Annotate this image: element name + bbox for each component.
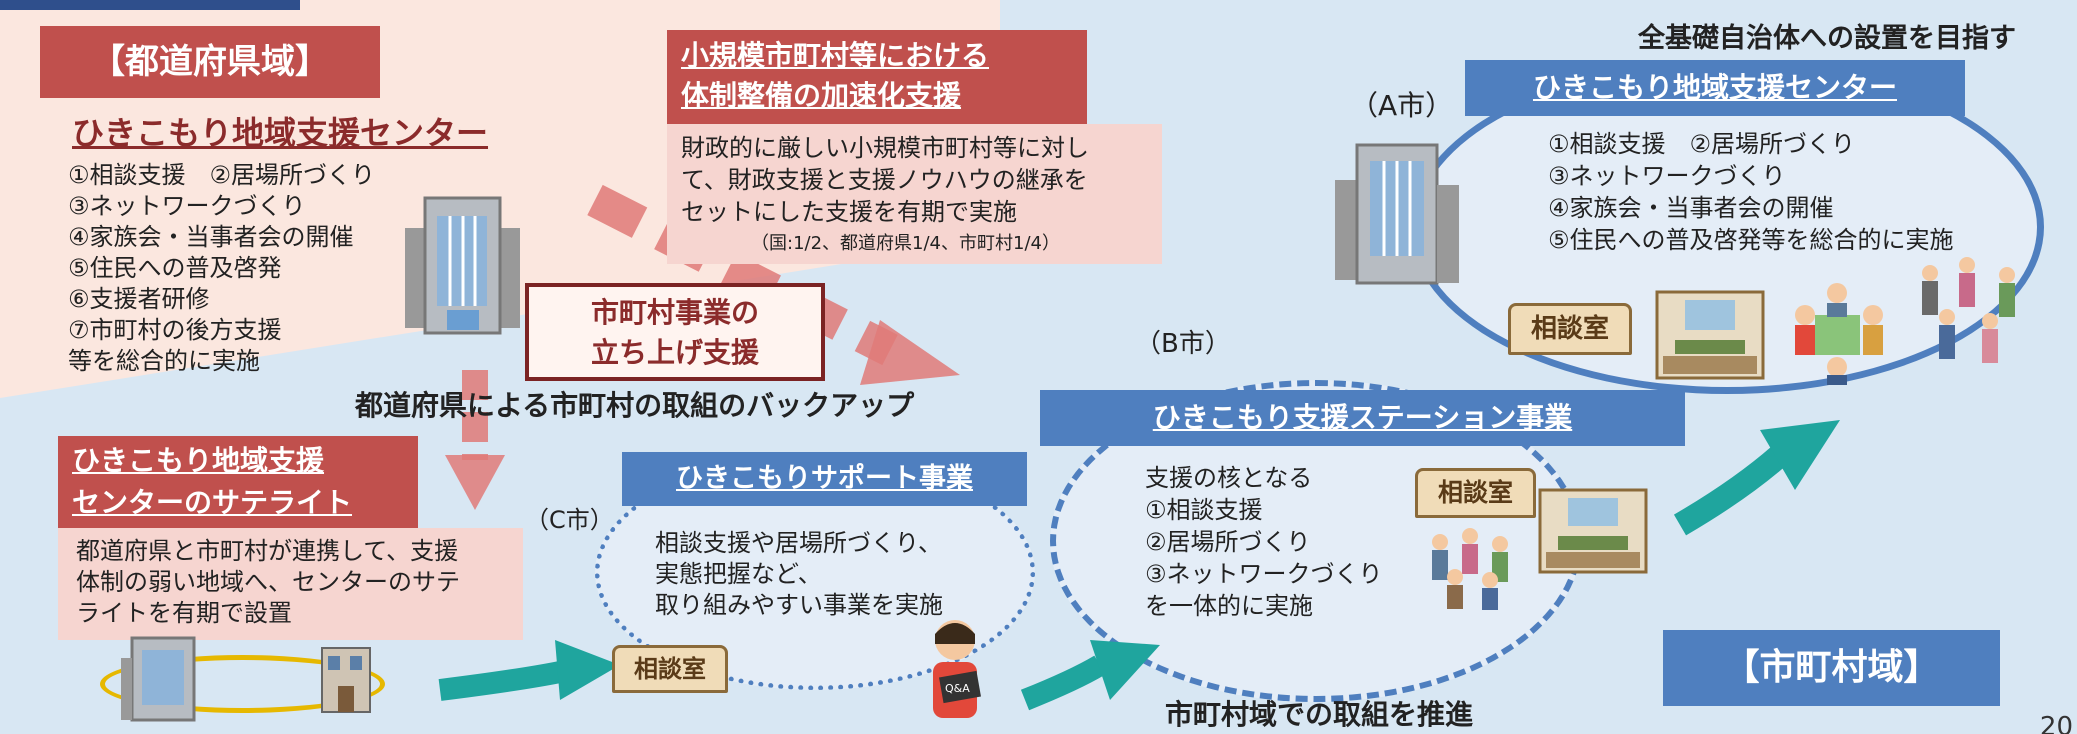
prefecture-services-list: ①相談支援 ②居場所づくり ③ネットワークづくり ④家族会・当事者会の開催 ⑤住… xyxy=(68,160,375,377)
backup-caption: 都道府県による市町村の取組のバックアップ xyxy=(355,389,915,422)
a-city-title: ひきこもり地域支援センター xyxy=(1465,60,1965,116)
small-muni-title-line: 体制整備の加速化支援 xyxy=(681,79,962,112)
teal-arrow-1 xyxy=(438,640,620,701)
satellite-title-line: センターのサテライト xyxy=(72,486,353,519)
b-city-body-line: ①相談支援 xyxy=(1145,496,1263,524)
small-muni-body-line: セットにした支援を有期で実施 xyxy=(681,198,1017,226)
satellite-body: 都道府県と市町村が連携して、支援 体制の弱い地域へ、センターのサテ ライトを有期… xyxy=(58,528,523,640)
community-people-icon xyxy=(1922,257,2015,363)
c-city-label: （C市） xyxy=(525,506,614,534)
office-building-icon xyxy=(405,196,520,335)
meeting-group-icon xyxy=(1795,283,1883,385)
service-item: 等を総合的に実施 xyxy=(68,347,260,375)
page-number: 20 xyxy=(2039,712,2073,734)
c-city-consult-room-sign: 相談室 xyxy=(612,645,728,693)
a-city-body: ①相談支援 ②居場所づくり ③ネットワークづくり ④家族会・当事者会の開催 ⑤住… xyxy=(1548,128,1954,256)
small-muni-body-line: て、財政支援と支援ノウハウの継承を xyxy=(681,166,1088,194)
launch-line: 市町村事業の xyxy=(590,296,759,329)
muni-promote-caption: 市町村域での取組を推進 xyxy=(1165,698,1474,731)
small-muni-body: 財政的に厳しい小規模市町村等に対し て、財政支援と支援ノウハウの継承を セットに… xyxy=(667,124,1162,264)
satellite-title-line: ひきこもり地域支援 xyxy=(72,444,325,477)
satellite-body-line: ライトを有期で設置 xyxy=(76,599,292,627)
b-city-body-line: を一体的に実施 xyxy=(1145,592,1313,620)
b-city-body-line: 支援の核となる xyxy=(1145,464,1313,492)
launch-support-box: 市町村事業の 立ち上げ支援 xyxy=(525,283,825,381)
c-city-title: ひきこもりサポート事業 xyxy=(622,452,1027,506)
b-city-consult-room-sign: 相談室 xyxy=(1415,468,1536,518)
service-item: ④家族会・当事者会の開催 xyxy=(68,223,354,251)
qa-label: Q&A xyxy=(945,682,970,695)
b-city-label: （B市） xyxy=(1135,329,1231,359)
prefecture-region-label: 【都道府県域】 xyxy=(40,26,380,98)
group-people-icon xyxy=(1432,528,1508,610)
top-accent-bar xyxy=(0,0,300,10)
counselor-person-icon: Q&A xyxy=(933,620,981,718)
c-city-body: 相談支援や居場所づくり、 実態把握など、 取り組みやすい事業を実施 xyxy=(655,528,943,621)
satellite-body-line: 都道府県と市町村が連携して、支援 xyxy=(76,537,459,565)
service-item: ③ネットワークづくり xyxy=(68,192,306,220)
b-city-body-line: ③ネットワークづくり xyxy=(1145,560,1383,588)
a-city-label: （A市） xyxy=(1350,89,1454,122)
a-city-body-line: ③ネットワークづくり xyxy=(1548,162,1786,190)
pink-down-arrow xyxy=(445,370,505,510)
pink-dashed-arrow xyxy=(587,184,960,385)
a-city-consult-room-sign: 相談室 xyxy=(1508,303,1632,355)
small-muni-title-line: 小規模市町村等における xyxy=(681,39,990,72)
a-city-room-illustration xyxy=(1655,290,1765,380)
service-item: ①相談支援 ②居場所づくり xyxy=(68,161,376,189)
funding-ratio: （国:1/2、都道府県1/4、市町村1/4） xyxy=(751,233,1060,254)
c-city-body-line: 実態把握など、 xyxy=(655,560,822,588)
small-house-icon xyxy=(321,647,371,713)
goal-caption: 全基礎自治体への設置を目指す xyxy=(1638,23,2016,54)
small-muni-title: 小規模市町村等における 体制整備の加速化支援 xyxy=(667,30,1087,124)
c-city-body-line: 相談支援や居場所づくり、 xyxy=(655,529,943,557)
a-city-body-line: ④家族会・当事者会の開催 xyxy=(1548,194,1834,222)
satellite-building-icon xyxy=(121,636,196,722)
teal-arrow-2 xyxy=(1020,640,1160,711)
a-city-building-icon xyxy=(1335,143,1459,285)
muni-region-label: 【市町村域】 xyxy=(1663,630,2000,706)
prefecture-center-title: ひきこもり地域支援センター xyxy=(72,114,489,152)
service-item: ⑤住民への普及啓発 xyxy=(68,254,282,282)
service-item: ⑥支援者研修 xyxy=(68,285,210,313)
service-item: ⑦市町村の後方支援 xyxy=(68,316,282,344)
small-muni-body-line: 財政的に厳しい小規模市町村等に対し xyxy=(681,134,1089,162)
c-city-body-line: 取り組みやすい事業を実施 xyxy=(655,591,943,619)
b-city-body-line: ②居場所づくり xyxy=(1145,528,1311,556)
a-city-body-line: ⑤住民への普及啓発等を総合的に実施 xyxy=(1548,226,1954,254)
satellite-title: ひきこもり地域支援 センターのサテライト xyxy=(58,436,418,528)
b-city-title: ひきこもり支援ステーション事業 xyxy=(1040,390,1685,446)
satellite-body-line: 体制の弱い地域へ、センターのサテ xyxy=(76,568,460,596)
teal-arrow-3 xyxy=(1673,420,1840,536)
satellite-ring xyxy=(100,655,385,713)
a-city-body-line: ①相談支援 ②居場所づくり xyxy=(1548,130,1856,158)
b-city-body: 支援の核となる ①相談支援 ②居場所づくり ③ネットワークづくり を一体的に実施 xyxy=(1145,462,1383,622)
launch-line: 立ち上げ支援 xyxy=(590,336,759,369)
b-city-room-illustration xyxy=(1538,488,1648,574)
